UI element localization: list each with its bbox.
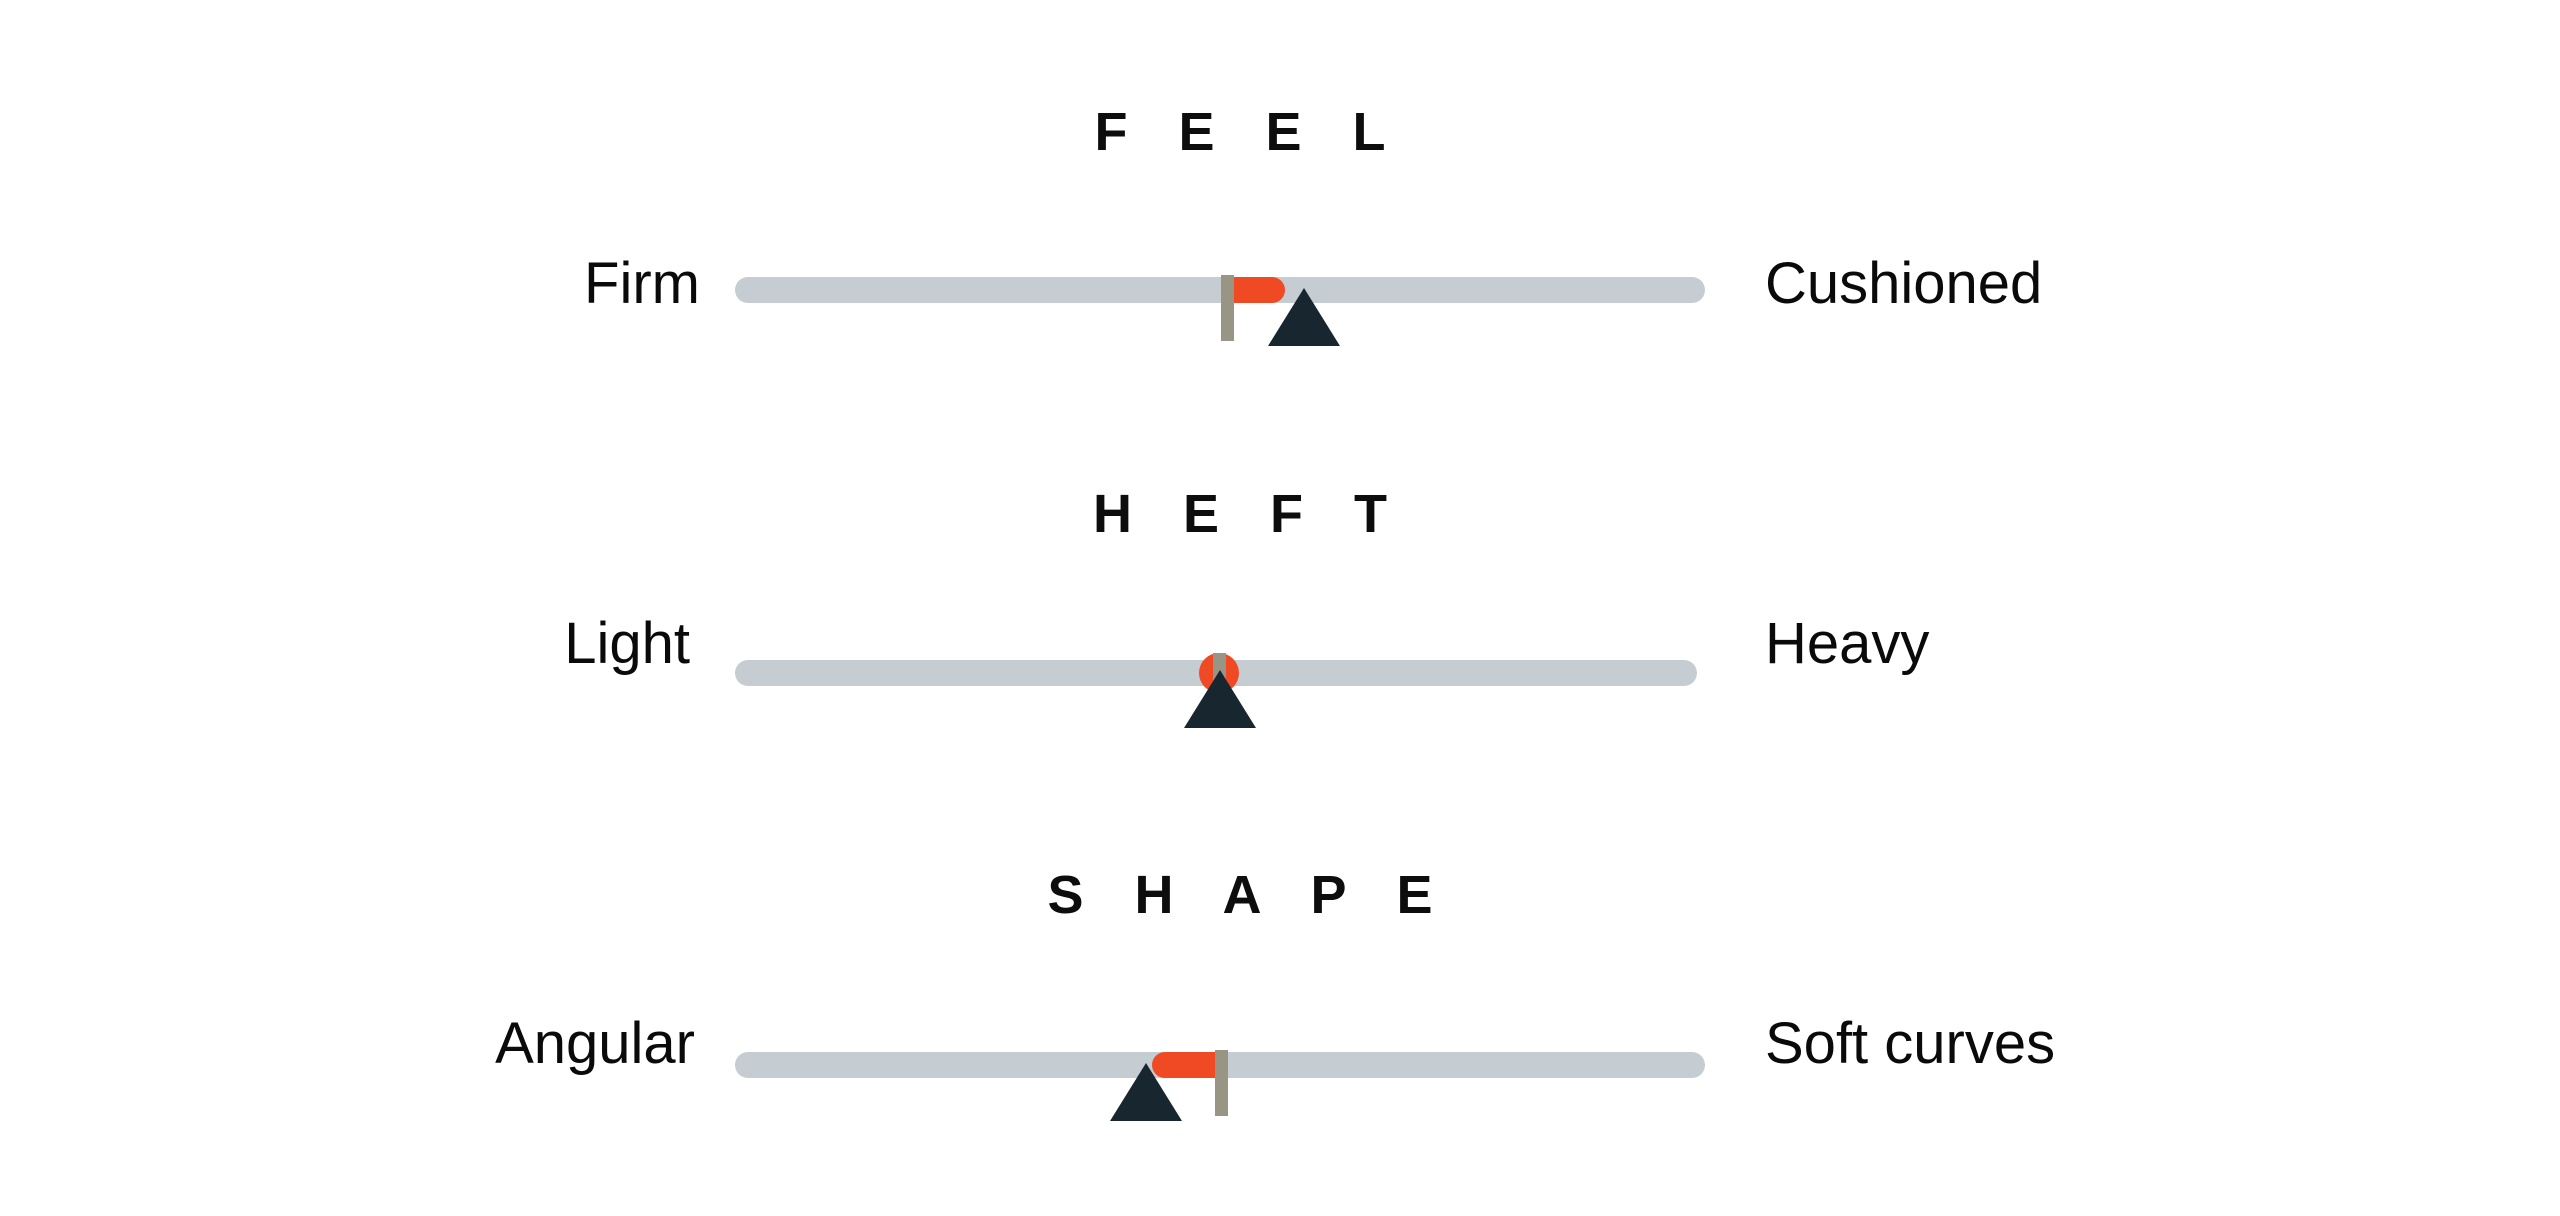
group-title-feel: F E E L [1094,102,1404,162]
slider-right-label-soft-curves: Soft curves [1765,1011,2056,1076]
slider-right-label-cushioned: Cushioned [1765,251,2043,316]
slider-row-feel: Firm Cushioned [0,255,2560,375]
slider-pointer-heft[interactable] [1184,670,1256,728]
group-title-heft: H E F T [1093,484,1405,544]
slider-tick-feel [1221,275,1234,341]
group-title-shape: S H A P E [1047,865,1451,925]
slider-pointer-shape[interactable] [1110,1063,1182,1121]
slider-row-heft: Light Heavy [0,615,2560,735]
slider-right-label-heavy: Heavy [1765,611,1930,676]
slider-left-label-light: Light [564,611,690,676]
slider-pointer-feel[interactable] [1268,288,1340,346]
slider-left-label-firm: Firm [584,251,700,316]
slider-tick-shape [1215,1050,1228,1116]
slider-row-shape: Angular Soft curves [0,1015,2560,1135]
slider-left-label-angular: Angular [495,1011,695,1076]
slider-track-feel[interactable] [735,277,1705,303]
